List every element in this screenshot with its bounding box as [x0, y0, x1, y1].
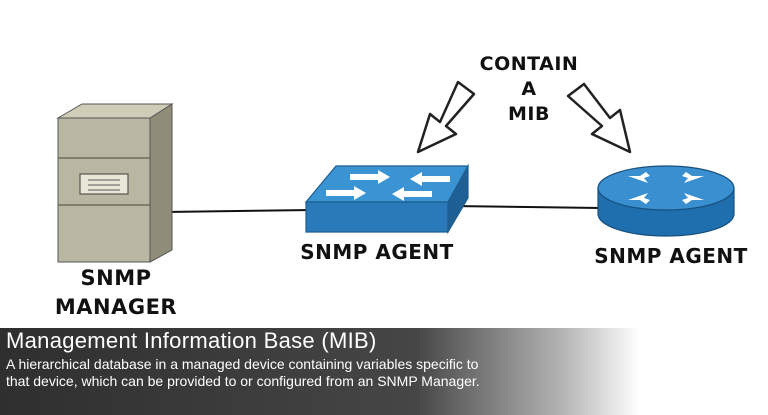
caption-description-line1: A hierarchical database in a managed dev… — [6, 356, 479, 372]
manager-label-line1: SNMP — [80, 266, 152, 290]
caption-title: Management Information Base (MIB) — [6, 328, 377, 353]
contain-label-line3: MIB — [508, 103, 550, 125]
contain-label-line2: A — [521, 78, 537, 100]
caption-description: A hierarchical database in a managed dev… — [6, 356, 566, 390]
router-agent-label: SNMP AGENT — [594, 244, 748, 268]
contain-label-line1: CONTAIN — [479, 53, 579, 75]
manager-switch-link — [164, 209, 313, 213]
manager-label-line2: MANAGER — [54, 295, 178, 319]
arrow-to-switch-icon — [416, 80, 476, 154]
manager-label: SNMP MANAGER — [36, 264, 196, 322]
contain-a-mib-label: CONTAIN A MIB — [474, 52, 584, 127]
network-switch-icon — [304, 163, 470, 235]
switch-router-link — [451, 205, 601, 209]
switch-agent-label: SNMP AGENT — [300, 240, 454, 264]
caption-description-line2: that device, which can be provided to or… — [6, 373, 480, 389]
caption-bar: Management Information Base (MIB) A hier… — [0, 328, 640, 415]
router-icon — [597, 165, 735, 237]
server-icon — [56, 103, 174, 263]
arrow-to-router-icon — [566, 82, 632, 154]
